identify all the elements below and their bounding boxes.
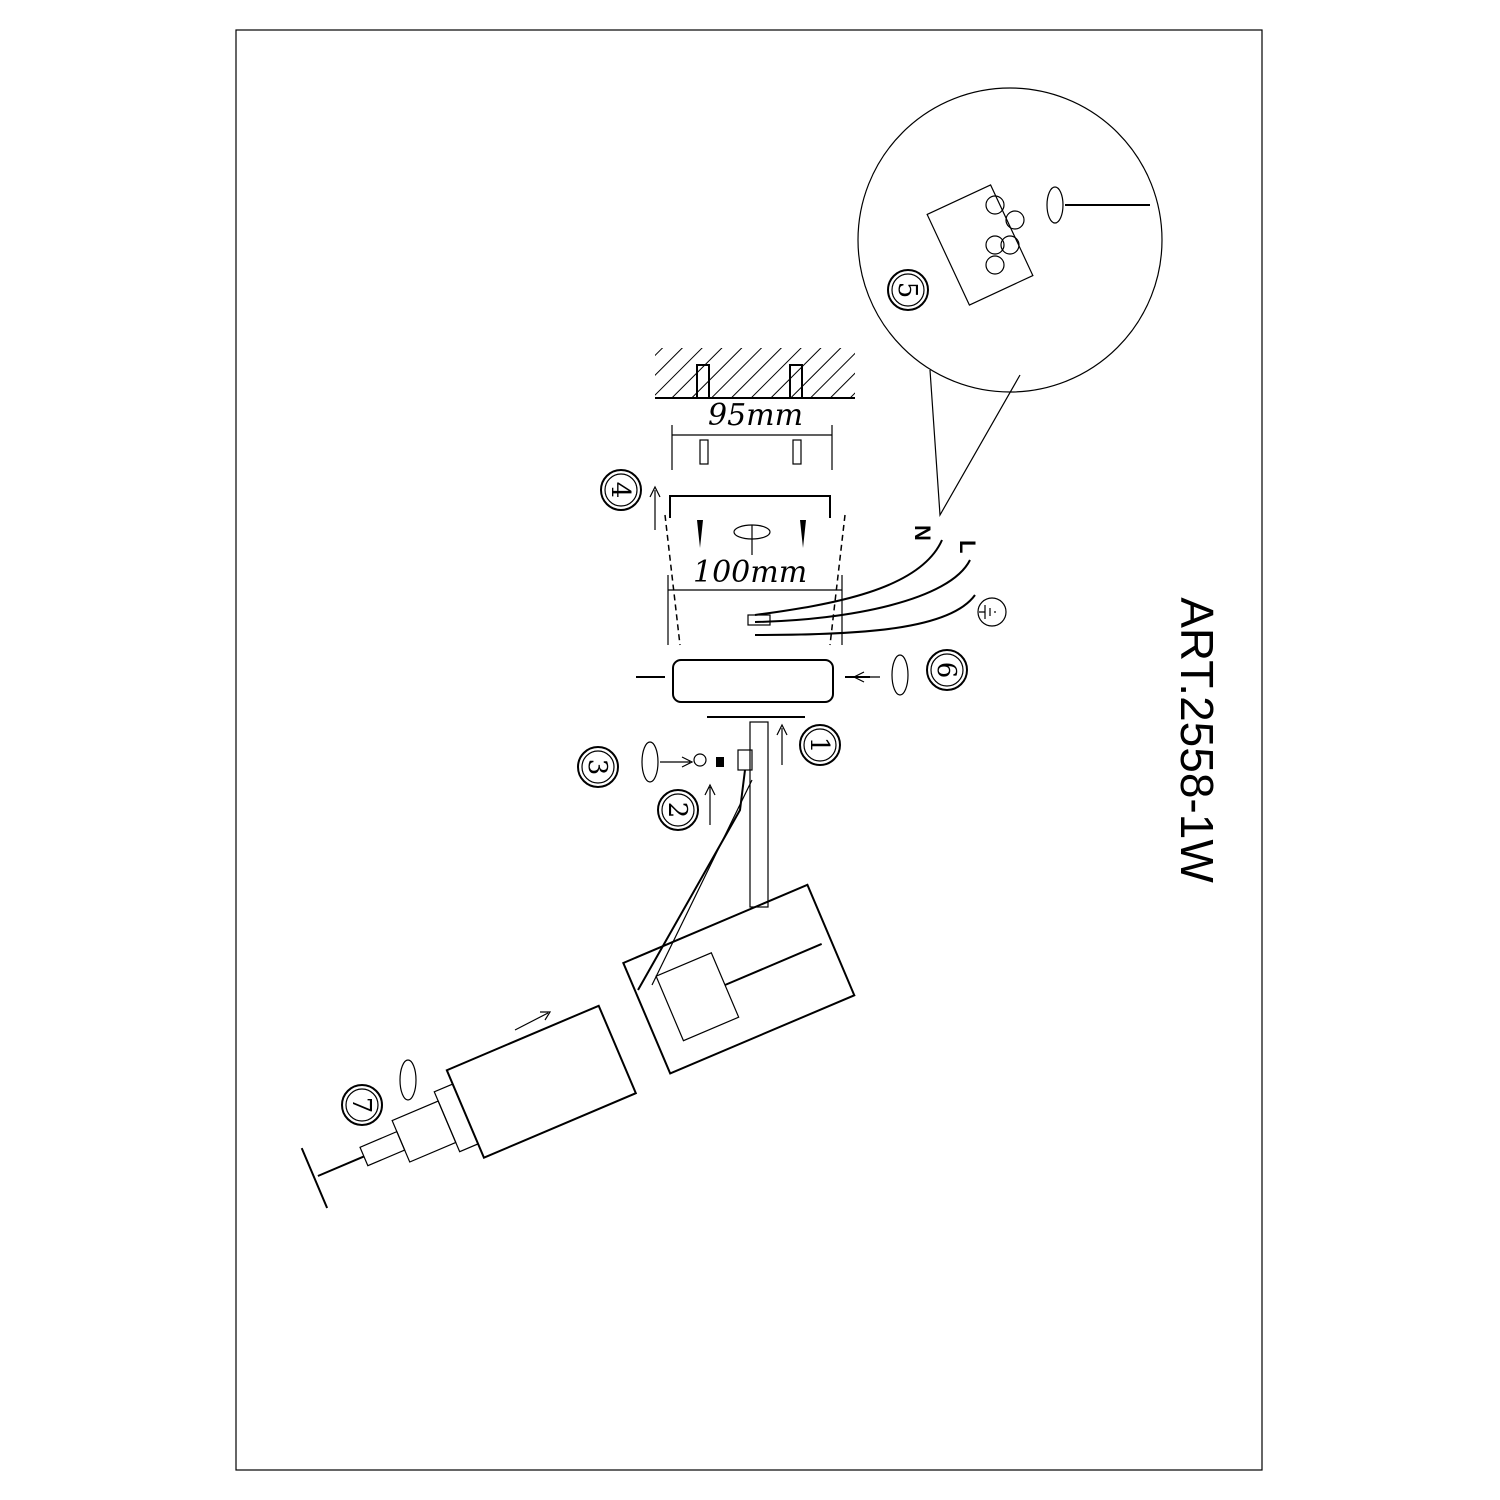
- svg-text:7: 7: [346, 1097, 376, 1114]
- step-6: 6: [926, 649, 968, 691]
- terminal-detail-callout: [857, 87, 1163, 518]
- dimension-100mm: 100mm: [667, 555, 843, 645]
- svg-text:6: 6: [931, 662, 961, 679]
- step-4: 4: [600, 469, 642, 511]
- dimension-95mm: 95mm: [671, 398, 833, 470]
- step-5: 5: [887, 269, 929, 311]
- lamp-shade: [300, 1004, 638, 1209]
- step-1: 1: [799, 724, 841, 766]
- dimension-label-95mm: 95mm: [708, 398, 803, 433]
- svg-text:5: 5: [892, 282, 922, 299]
- direction-arrows: [514, 485, 880, 1031]
- step-2: 2: [657, 789, 699, 831]
- rotate-arrow-icon: [641, 741, 659, 783]
- wall-plug-icon: [699, 439, 709, 465]
- article-number: ART.2558-1W: [1171, 597, 1223, 883]
- dimension-label-100mm: 100mm: [693, 555, 807, 590]
- svg-text:2: 2: [662, 802, 692, 819]
- ground-symbol-icon: [977, 597, 1007, 627]
- svg-text:1: 1: [804, 737, 834, 754]
- arm: [637, 769, 746, 991]
- page-frame: [235, 29, 1263, 1471]
- lamp-head: [622, 883, 856, 1075]
- stem: [749, 721, 769, 908]
- wall-plug-icon: [792, 439, 802, 465]
- svg-text:3: 3: [582, 759, 612, 776]
- canopy: [672, 659, 834, 703]
- live-label: L: [955, 540, 980, 553]
- step-7: 7: [341, 1084, 383, 1126]
- step-3: 3: [577, 746, 619, 788]
- ceiling-section: [655, 348, 855, 399]
- neutral-label: N: [910, 525, 935, 541]
- wires: [747, 539, 976, 636]
- mounting-bracket: [669, 495, 831, 518]
- svg-text:4: 4: [605, 482, 635, 499]
- rotate-arrow-icon: [399, 1059, 417, 1101]
- rotate-arrow-icon: [891, 654, 909, 696]
